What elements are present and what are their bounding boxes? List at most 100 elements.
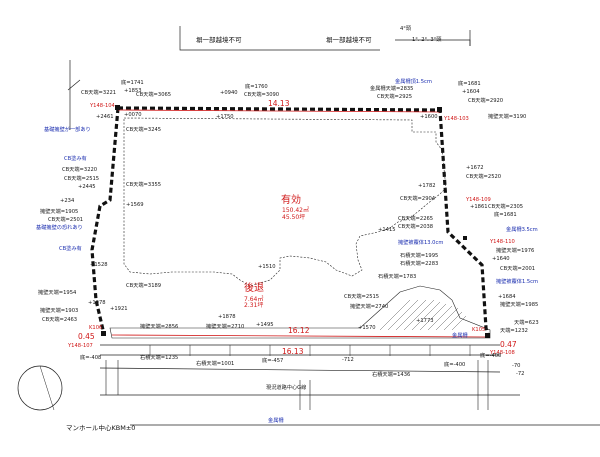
top-note-right: 塀一部越境不可 — [326, 36, 372, 44]
corner-note-a: 4°頭 — [400, 26, 412, 32]
elev-label: CB天端=3245 — [126, 127, 162, 133]
site-boundary — [90, 106, 491, 338]
elev-label: CB天端=3090 — [244, 92, 280, 98]
point-y148-104: Y148-104 — [90, 103, 115, 109]
elev-label: +1878 — [218, 314, 236, 320]
setback-label: 後退 — [244, 283, 264, 294]
elev-label: 擁壁天端=1905 — [40, 209, 79, 215]
point-y148-108: Y148-108 — [490, 350, 515, 356]
note-foundation-left2: 基礎擁壁の恐れあり — [36, 225, 83, 231]
distance-right-gap: 0.47 — [500, 340, 517, 349]
distance-bottom-inner: 16.12 — [288, 326, 310, 335]
elev-label: CB天端=2904 — [400, 196, 436, 202]
elev-label: CB天端=2920 — [468, 98, 504, 104]
elev-label: +1684 — [498, 294, 516, 300]
elev-label: +2461 — [96, 114, 114, 120]
elev-label: +1510 — [258, 264, 276, 270]
distance-top-edge: 14.13 — [268, 99, 290, 108]
elev-label: CB天端=2501 — [48, 217, 84, 223]
elev-label: 天端=623 — [514, 320, 539, 326]
elev-label: 擁壁天端=3190 — [488, 114, 527, 120]
note-metal-right: 金属柵3.5cm — [506, 227, 538, 233]
metal-fence-bottom: 金属柵 — [268, 418, 284, 424]
elev-label: CB天端=2001 — [500, 266, 536, 272]
effective-label: 有効 — [281, 195, 301, 206]
setback-area-sqm: 7.64㎡ — [244, 296, 264, 303]
manhole-marker — [17, 365, 63, 411]
elev-label: 擁壁天端=1954 — [38, 290, 77, 296]
elev-label: 底=-408 — [80, 355, 102, 361]
elev-label: CB天端=2520 — [466, 174, 502, 180]
offset-stubs — [105, 360, 489, 410]
elev-label: 底=1760 — [245, 84, 268, 90]
elev-label: CB天端=3355 — [126, 182, 162, 188]
elev-label: 底=1681 — [494, 212, 517, 218]
note-crack-right: 擁壁被覆体13.0cm — [398, 240, 444, 246]
elev-label: +2445 — [78, 184, 96, 190]
elev-label: 石積天端=2283 — [400, 261, 439, 267]
elev-label: 右積天端=1001 — [196, 361, 235, 367]
note-foundation-left: 基礎擁壁が一部あり — [44, 127, 91, 133]
elev-label: +234 — [60, 198, 75, 204]
elev-label: 底=-400 — [480, 353, 502, 359]
elev-label: CB天端=2925 — [377, 94, 413, 100]
setback-band — [109, 285, 491, 339]
elev-label: +1570 — [358, 325, 376, 331]
elev-label: +1078 — [88, 300, 106, 306]
elev-label: CB天端=2515 — [64, 176, 100, 182]
elev-label: 擁壁天端=1985 — [500, 302, 539, 308]
elev-label: 底=1741 — [121, 80, 144, 86]
top-boundary-lines — [67, 26, 471, 130]
elev-label: +1672 — [466, 165, 484, 171]
note-metal-fence: 金属柵頂1.5cm — [395, 79, 432, 85]
note-cb-fence-2: CB塗み有 — [59, 246, 82, 252]
elev-label: +0070 — [124, 112, 142, 118]
elev-label: +1495 — [256, 322, 274, 328]
effective-area-outline — [123, 117, 447, 287]
elev-label: +1853 — [124, 88, 142, 94]
note-crack-right2: 擁壁被覆体1.5cm — [496, 279, 539, 285]
point-y148-103: Y148-103 — [444, 116, 469, 122]
point-k106: K106 — [89, 325, 103, 331]
note-cb-fence-1: CB塗み有 — [64, 156, 87, 162]
elev-label: -70 — [512, 363, 521, 369]
point-k105: K105 — [472, 327, 486, 333]
elev-label: 右積天端=1436 — [372, 372, 411, 378]
elev-label: CB天端=2265 — [398, 216, 434, 222]
effective-area-tsubo: 45.50坪 — [282, 214, 306, 221]
corner-note-b: 1°. 2°. 3°頭 — [412, 37, 442, 43]
point-y148-109: Y148-109 — [466, 197, 491, 203]
elev-label: 擁壁天端=2856 — [140, 324, 179, 330]
elev-label: 石積天端=1995 — [400, 253, 439, 259]
elev-label: 金属柵天端=2835 — [370, 86, 414, 92]
elev-label: -72 — [516, 371, 525, 377]
elev-label: 擁壁天端=2710 — [206, 324, 245, 330]
hatch-area — [379, 299, 467, 331]
elev-label: CB天端=2515 — [344, 294, 380, 300]
road-ticks — [149, 345, 471, 356]
elev-label: 右積天端=1235 — [140, 355, 179, 361]
elev-label: CB天端=2038 — [398, 224, 434, 230]
road-center-label: 現況道路中心G線 — [266, 385, 307, 391]
elev-label: +1773 — [416, 318, 434, 324]
elev-label: 擁壁天端=1976 — [496, 248, 535, 254]
elev-label: +1861 — [470, 204, 488, 210]
distance-bottom-outer: 16.13 — [282, 347, 304, 356]
elev-label: 底=-457 — [262, 358, 284, 364]
elev-label: +1750 — [216, 114, 234, 120]
elev-label: 擁壁天端=2740 — [350, 304, 389, 310]
elev-label: +0940 — [220, 90, 238, 96]
elev-label: +1528 — [90, 262, 108, 268]
elev-label: +1782 — [418, 183, 436, 189]
elev-label: CB天端=3220 — [62, 167, 98, 173]
elev-label: 天端=1232 — [500, 328, 528, 334]
distance-left-gap: 0.45 — [78, 332, 95, 341]
elev-label: CB天端=2305 — [488, 204, 524, 210]
elev-label: +1604 — [462, 89, 480, 95]
elev-label: 擁壁天端=1903 — [40, 308, 79, 314]
elev-label: 底=1681 — [458, 81, 481, 87]
elev-label: CB天端=2463 — [42, 317, 78, 323]
point-y148-110: Y148-110 — [490, 239, 515, 245]
